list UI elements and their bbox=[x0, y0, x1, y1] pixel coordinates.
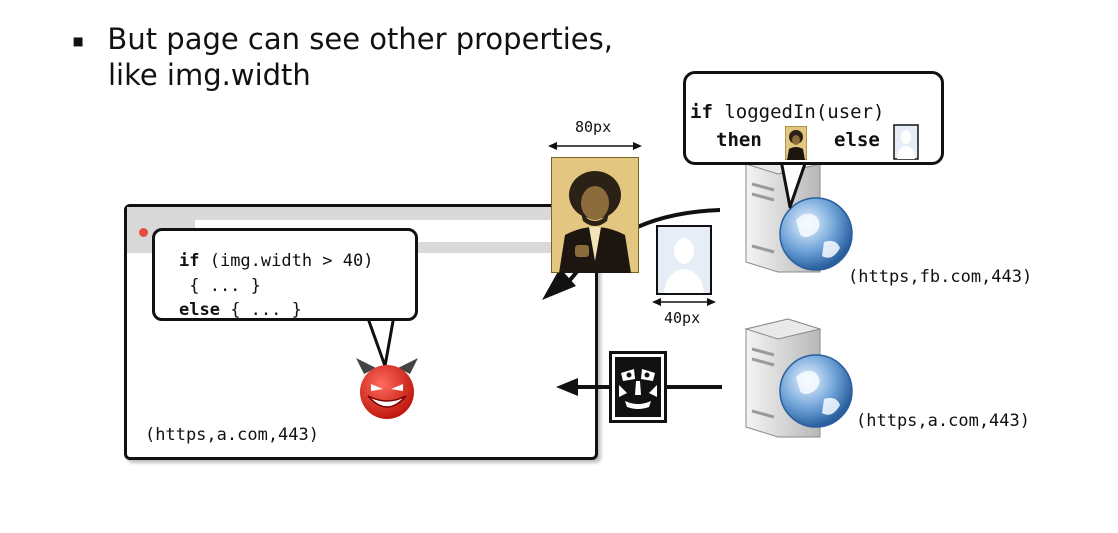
attacker-script-icon bbox=[609, 351, 667, 423]
width-80-label: 80px bbox=[575, 118, 612, 136]
bullet-line-2: like img.width bbox=[108, 58, 311, 92]
logged-in-profile-photo bbox=[551, 157, 639, 273]
code-line-2: { ... } bbox=[179, 276, 261, 296]
server-else-keyword: else bbox=[834, 129, 880, 151]
width-80-dimension-arrow bbox=[548, 142, 642, 150]
code-line-3: else { ... } bbox=[179, 300, 302, 318]
code-line-1: if (img.width > 40) bbox=[179, 251, 374, 271]
a-server-icon bbox=[744, 318, 853, 438]
width-40-label: 40px bbox=[664, 309, 701, 327]
bullet-text: But page can see other properties, bbox=[107, 22, 613, 56]
browser-code-bubble: if (img.width > 40) { ... } else { ... } bbox=[152, 228, 418, 321]
server-code-bubble: if loggedIn(user) then else bbox=[683, 71, 944, 165]
a-origin-label: (https,a.com,443) bbox=[856, 411, 1030, 431]
bullet-line-1: ▪ But page can see other properties, bbox=[72, 22, 613, 56]
server-logged-in-thumbnail bbox=[785, 126, 807, 160]
server-logged-out-thumbnail bbox=[893, 124, 919, 160]
fb-origin-label: (https,fb.com,443) bbox=[848, 267, 1033, 287]
width-40-dimension-arrow bbox=[652, 298, 716, 306]
browser-close-dot bbox=[139, 228, 148, 237]
devil-attacker-icon bbox=[356, 358, 418, 419]
logged-out-placeholder-photo bbox=[656, 225, 712, 295]
browser-origin-label: (https,a.com,443) bbox=[145, 425, 319, 445]
bullet-symbol: ▪ bbox=[72, 30, 85, 52]
server-then-keyword: then bbox=[716, 129, 762, 151]
server-code-line-1: if loggedIn(user) bbox=[690, 101, 885, 123]
